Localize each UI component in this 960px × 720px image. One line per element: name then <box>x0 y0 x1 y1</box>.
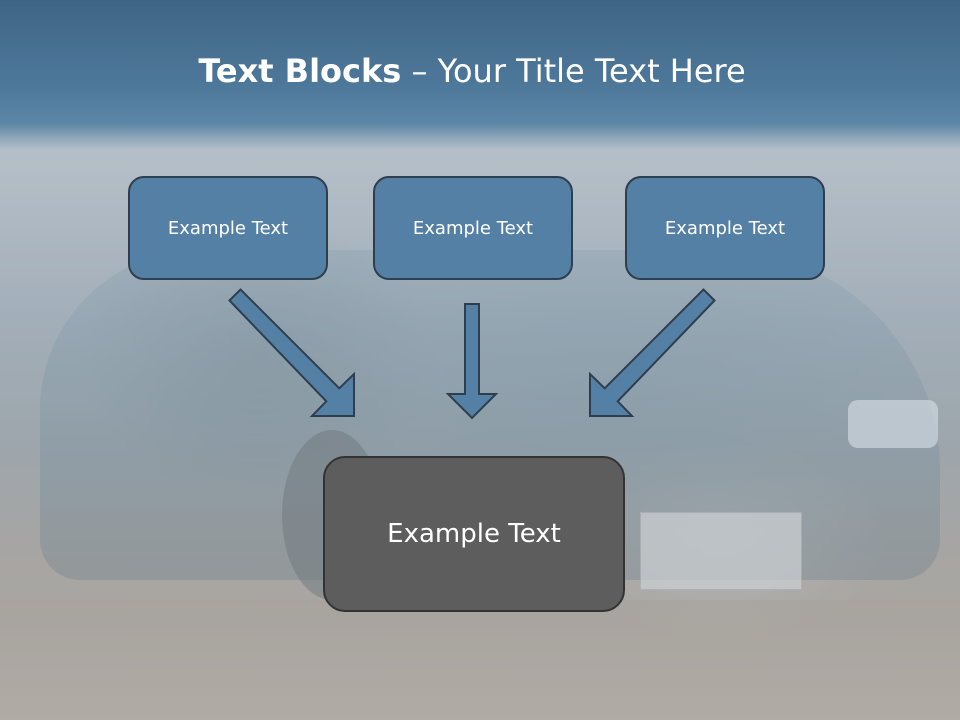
slide-title-bold: Text Blocks <box>198 52 402 90</box>
text-block-left: Example Text <box>128 176 328 280</box>
arrow-right <box>589 288 716 417</box>
license-plate-shape <box>640 512 802 590</box>
target-block-label: Example Text <box>387 519 561 549</box>
text-block-center-label: Example Text <box>412 217 534 239</box>
ground-shape <box>0 600 960 720</box>
headlight-shape <box>848 400 938 448</box>
text-block-left-label: Example Text <box>167 217 289 239</box>
text-block-right: Example Text <box>625 176 825 280</box>
slide-title: Text Blocks – Your Title Text Here <box>0 52 944 90</box>
target-block: Example Text <box>323 456 625 612</box>
arrow-left <box>228 288 355 417</box>
text-block-center: Example Text <box>373 176 573 280</box>
slide-title-rest: – Your Title Text Here <box>401 52 746 90</box>
text-block-right-label: Example Text <box>664 217 786 239</box>
arrow-center <box>445 303 499 420</box>
title-bar <box>0 0 960 150</box>
